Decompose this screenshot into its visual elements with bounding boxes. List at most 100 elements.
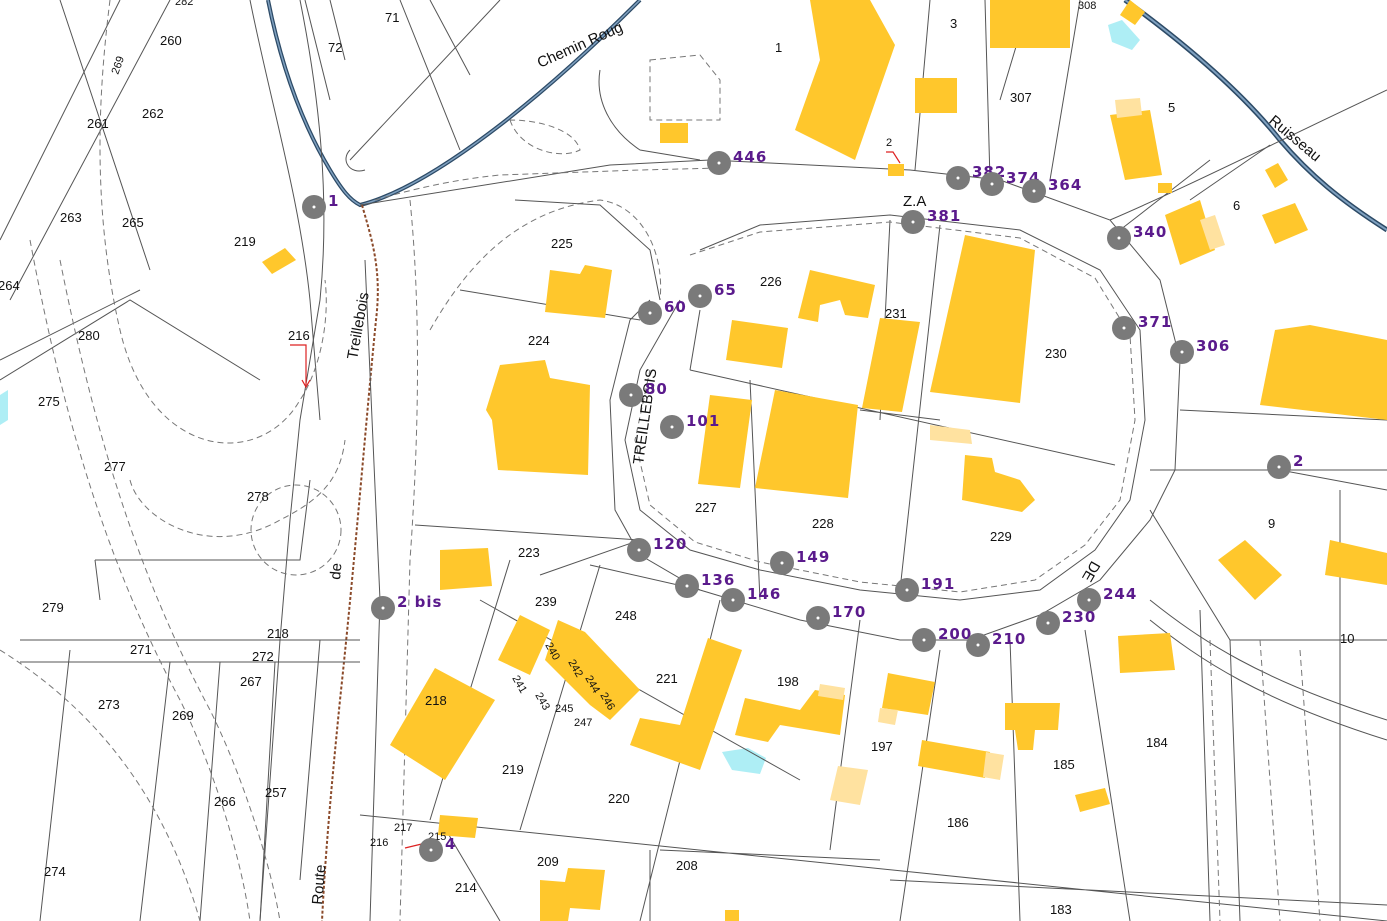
building-parcel-1 (795, 0, 895, 160)
building-north-tiny (660, 123, 688, 143)
parcel-label: 216 (370, 837, 388, 849)
parcel-label: 71 (385, 10, 399, 25)
address-marker[interactable]: 244 (1077, 585, 1137, 612)
parcel-label: 261 (87, 116, 109, 131)
building-parcel-198 (735, 690, 845, 742)
center-west-dashed (399, 199, 418, 921)
ring-road-dashed (634, 221, 1136, 593)
address-number-label: 230 (1062, 608, 1096, 626)
parcel-label: 218 (267, 626, 289, 641)
address-marker[interactable]: 136 (675, 571, 735, 598)
parcel-label: 280 (78, 328, 100, 343)
parcel-label: 277 (104, 459, 126, 474)
parcel-label: 214 (455, 880, 477, 895)
building-parcel-5 (1110, 110, 1162, 180)
parcel-label: 224 (528, 333, 550, 348)
address-marker-center (312, 205, 316, 209)
arrow-annotation-216 (290, 344, 307, 385)
address-marker[interactable]: 306 (1170, 337, 1230, 364)
address-marker-center (905, 588, 909, 592)
building-parcel-221 (630, 638, 742, 770)
parcel-label: 5 (1168, 100, 1175, 115)
roundabout-dashed (250, 484, 342, 576)
buildings (262, 0, 1387, 921)
address-number-label: 306 (1196, 337, 1230, 355)
address-marker[interactable]: 60 (638, 298, 687, 325)
address-marker-center (685, 584, 689, 588)
address-marker-center (922, 638, 926, 642)
address-marker[interactable]: 210 (966, 630, 1026, 657)
address-marker[interactable]: 2 (1267, 452, 1304, 479)
address-marker-center (731, 598, 735, 602)
parcel-label: 221 (656, 671, 678, 686)
address-marker[interactable]: 4 (419, 835, 456, 862)
address-number-label: 149 (796, 548, 830, 566)
building-parcel-229-annex (930, 425, 972, 444)
water-west (0, 390, 8, 425)
address-marker[interactable]: 146 (721, 585, 781, 612)
parcel-label: 219 (234, 234, 256, 249)
address-marker[interactable]: 170 (806, 603, 866, 630)
address-marker[interactable]: 191 (895, 575, 955, 602)
address-marker[interactable]: 80 (619, 380, 668, 407)
street-label-route: Route (309, 864, 329, 905)
address-marker-center (1180, 350, 1184, 354)
parcel-label: 227 (695, 500, 717, 515)
pond-north (1108, 20, 1140, 50)
parcel-label: 248 (615, 608, 637, 623)
building-parcel-231 (862, 318, 920, 412)
address-number-label: 2 bis (397, 593, 442, 611)
address-marker[interactable]: 120 (627, 535, 687, 562)
building-parcel-228 (755, 390, 858, 498)
street-label-de-west: de (327, 562, 345, 580)
address-marker[interactable]: 1 (302, 192, 339, 219)
address-marker-center (429, 848, 433, 852)
north-road-dashed (374, 167, 721, 201)
address-marker-center (637, 548, 641, 552)
address-number-label: 210 (992, 630, 1026, 648)
address-marker[interactable]: 340 (1107, 223, 1167, 250)
parcel-lines-south-1 (359, 814, 1387, 921)
address-number-label: 60 (664, 298, 687, 316)
parcel-label: 275 (38, 394, 60, 409)
address-marker[interactable]: 364 (1022, 176, 1082, 203)
address-marker[interactable]: 65 (688, 281, 737, 308)
parcel-label: 307 (1010, 90, 1032, 105)
parcel-label: 230 (1045, 346, 1067, 361)
parcel-label: 225 (551, 236, 573, 251)
address-marker-center (1122, 326, 1126, 330)
ring-road-outer (359, 159, 1181, 641)
address-number-label: 80 (645, 380, 668, 398)
address-marker[interactable]: 2 bis (371, 593, 442, 620)
arrow-head-216 (301, 379, 311, 389)
building-parcel-226-b (726, 320, 788, 368)
building-parcel-197 (882, 673, 935, 715)
address-number-label: 340 (1133, 223, 1167, 241)
parcel-label: 260 (160, 33, 182, 48)
address-marker[interactable]: 149 (770, 548, 830, 575)
address-marker-center (816, 616, 820, 620)
street-label-za: Z.A (903, 193, 926, 210)
parcel-label: 266 (214, 794, 236, 809)
address-number-label: 364 (1048, 176, 1082, 194)
address-number-label: 170 (832, 603, 866, 621)
building-parcel-240-246 (545, 620, 640, 720)
building-south-tiny (725, 910, 739, 921)
building-parcel-6b (1262, 203, 1308, 244)
address-marker[interactable]: 381 (901, 207, 961, 234)
parcel-lines-west-1 (0, 0, 261, 381)
address-marker-center (911, 220, 915, 224)
address-marker[interactable]: 101 (660, 412, 720, 439)
parcel-label: 257 (265, 785, 287, 800)
building-parcel-10 (1325, 540, 1387, 585)
address-marker[interactable]: 371 (1112, 313, 1172, 340)
building-parcel-224 (486, 360, 590, 475)
address-marker[interactable]: 446 (707, 148, 767, 175)
address-marker[interactable]: 230 (1036, 608, 1096, 635)
address-marker[interactable]: 200 (912, 625, 972, 652)
small-loop-dashed (509, 119, 581, 155)
building-parcel-218 (390, 668, 495, 780)
parcel-label: 208 (676, 858, 698, 873)
west-dashed-3 (0, 649, 201, 921)
